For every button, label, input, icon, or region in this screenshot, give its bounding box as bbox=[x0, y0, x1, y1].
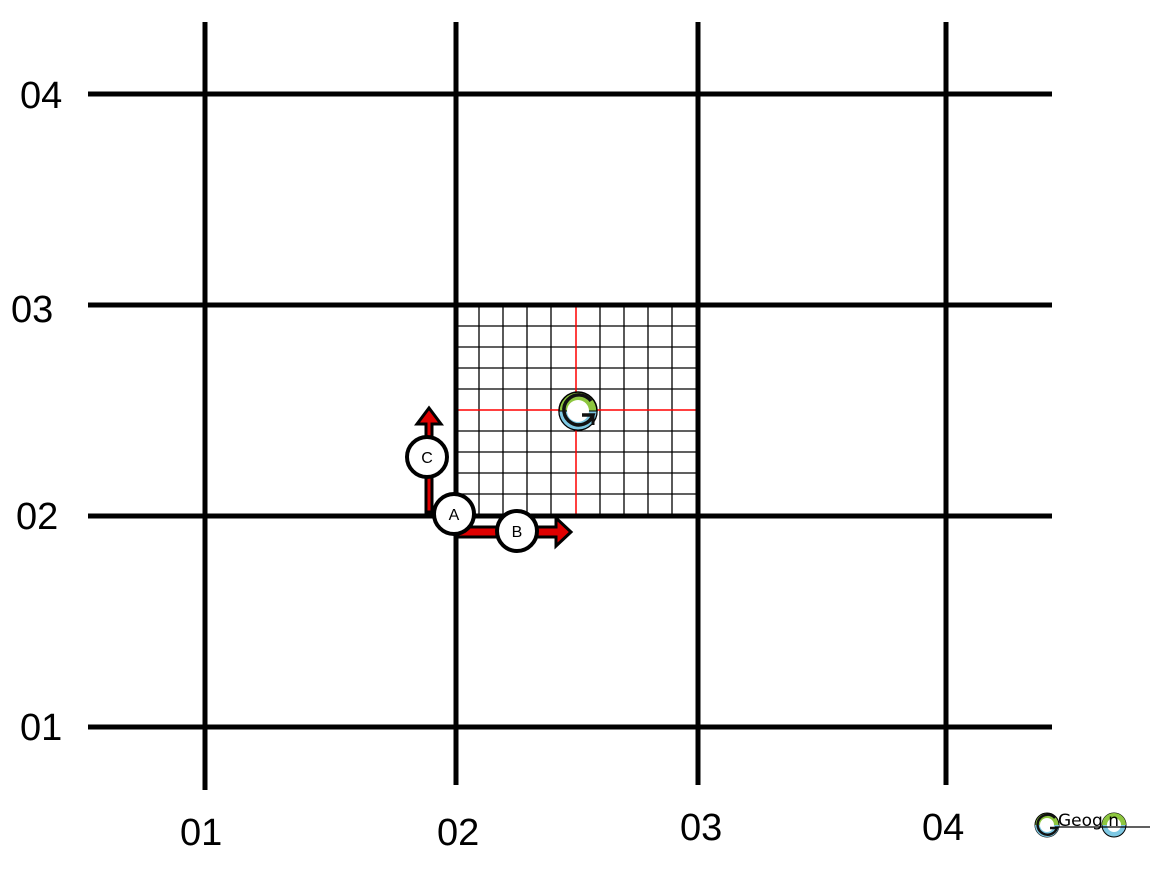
marker-c: C bbox=[405, 435, 449, 479]
x-axis-labels: 01 02 03 04 bbox=[180, 807, 964, 854]
marker-b-label: B bbox=[512, 524, 523, 541]
y-label-04: 04 bbox=[20, 75, 62, 117]
marker-b: B bbox=[495, 509, 539, 553]
y-axis-labels: 04 03 02 01 bbox=[11, 75, 62, 749]
geogon-g-icon bbox=[558, 391, 598, 431]
y-label-02: 02 bbox=[16, 496, 58, 538]
y-label-03: 03 bbox=[11, 289, 53, 331]
logo-o-icon bbox=[1101, 812, 1127, 838]
x-label-03: 03 bbox=[680, 807, 722, 849]
logo-g-icon bbox=[1034, 812, 1060, 838]
marker-c-label: C bbox=[421, 450, 433, 467]
x-label-01: 01 bbox=[180, 812, 222, 854]
marker-a-label: A bbox=[449, 507, 460, 524]
y-label-01: 01 bbox=[20, 707, 62, 749]
x-label-02: 02 bbox=[437, 812, 479, 854]
x-label-04: 04 bbox=[922, 807, 964, 849]
geogon-logo: Geog n bbox=[1034, 811, 1150, 838]
major-grid bbox=[88, 22, 1052, 790]
logo-text: Geog n bbox=[1058, 811, 1119, 831]
marker-a: A bbox=[432, 492, 476, 536]
